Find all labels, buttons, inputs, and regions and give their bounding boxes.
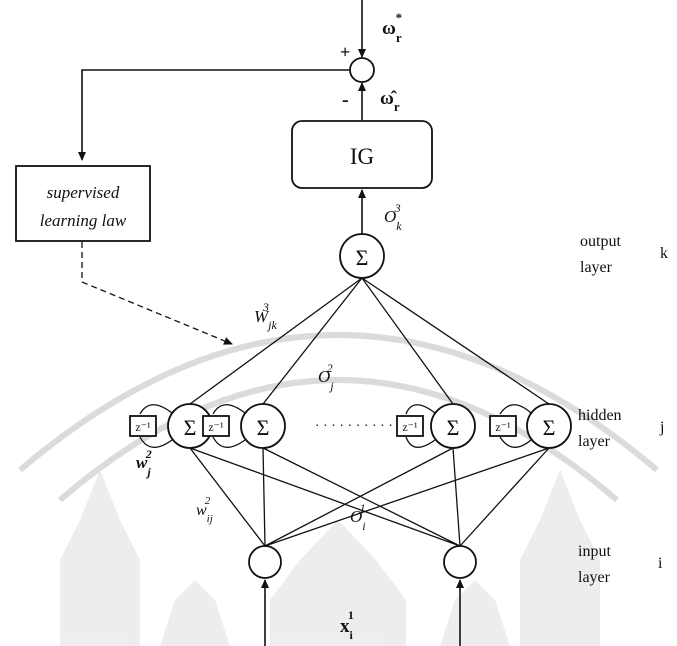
hidden-layer: Σ Σ Σ Σ · · · · · · · · · · · z⁻¹ z⁻¹ z⁻… [129, 403, 572, 449]
hidden-node-1-symbol: Σ [184, 415, 197, 440]
input-to-hidden-weights [189, 447, 550, 547]
x-i-label: xi1 [340, 608, 354, 642]
learning-law-line2: learning law [40, 211, 127, 230]
input-layer-index: i [658, 555, 663, 572]
delay-2-label: z⁻¹ [208, 420, 224, 434]
learning-adjust-arrow [81, 242, 233, 345]
output-layer-label-2: layer [580, 259, 613, 276]
output-sum-symbol: Σ [356, 245, 369, 270]
error-feedback-line [78, 69, 350, 161]
o-i-label: Oi1 [350, 501, 366, 533]
minus-sign: - [342, 89, 349, 111]
output-layer-index: k [660, 245, 668, 262]
hidden-to-output-weights [189, 277, 550, 405]
hidden-node-4-symbol: Σ [543, 415, 556, 440]
w-ij-label: wij2 [196, 495, 213, 525]
input-node-2 [443, 545, 477, 579]
hidden-node-3-symbol: Σ [447, 415, 460, 440]
hidden-layer-label-2: layer [578, 433, 611, 450]
hidden-node-2-symbol: Σ [257, 415, 270, 440]
hidden-layer-index: j [659, 419, 664, 436]
ig-label: IG [350, 144, 374, 169]
watermark [18, 332, 659, 646]
hidden-layer-label-1: hidden [578, 407, 622, 424]
delay-block-2 [202, 415, 230, 437]
omega-est-label: ω̂r [380, 88, 400, 114]
delay-block-1 [129, 415, 157, 437]
o-j-label: Oj2 [318, 361, 334, 393]
input-layer-label-1: input [578, 543, 611, 560]
w-jk-label: Wjk3 [254, 300, 278, 332]
comparator-node [349, 57, 375, 83]
ig-block [291, 120, 433, 189]
output-layer-label-1: output [580, 233, 621, 250]
w-j-label: wj2 [136, 447, 152, 479]
hidden-ellipsis: · · · · · · · · · · · [315, 419, 401, 434]
omega-ref-label: ωr* [382, 10, 402, 45]
delay-3-label: z⁻¹ [402, 420, 418, 434]
learning-law-line1: supervised [47, 183, 120, 202]
plus-sign: + [340, 42, 350, 62]
delay-block-3 [396, 415, 424, 437]
learning-law-block [15, 165, 151, 242]
delay-block-4 [489, 415, 517, 437]
delay-4-label: z⁻¹ [495, 420, 511, 434]
o-k-label: Ok3 [384, 201, 402, 233]
delay-1-label: z⁻¹ [135, 420, 151, 434]
input-node-1 [248, 545, 282, 579]
input-layer-label-2: layer [578, 569, 611, 586]
